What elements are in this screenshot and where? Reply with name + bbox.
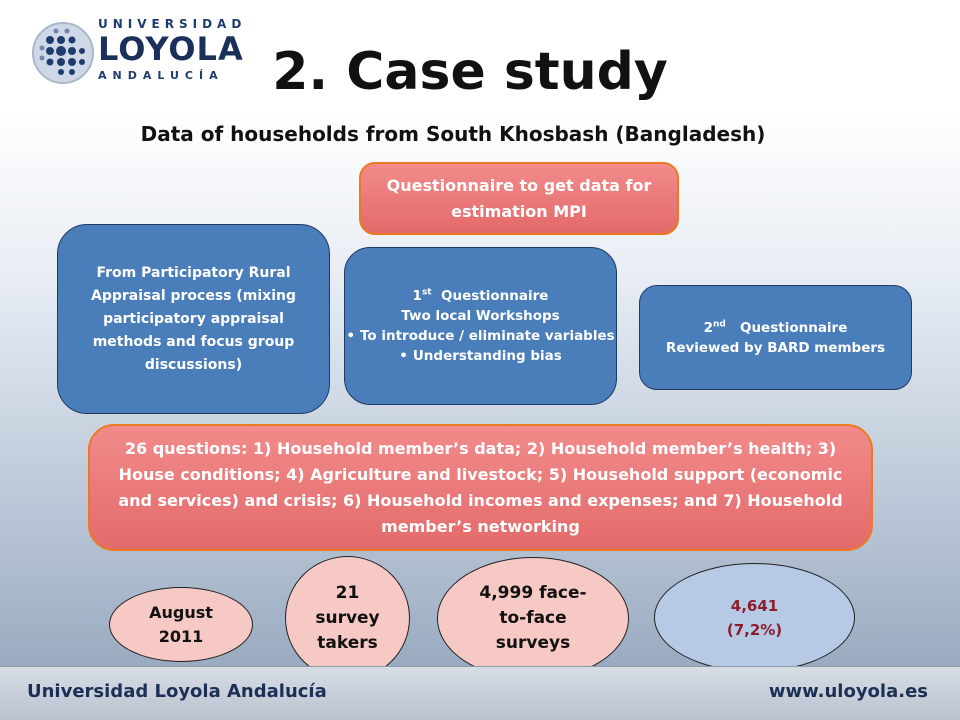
subtitle-wrapper: Data of households from South Khosbash (…	[0, 122, 960, 146]
participatory-appraisal-text: From Participatory Rural Appraisal proce…	[91, 264, 296, 373]
workshops-line: Two local Workshops	[401, 308, 560, 324]
university-logo: UNIVERSIDAD LOYOLA ANDALUCÍA	[30, 10, 250, 100]
date-ellipse: August 2011	[109, 587, 253, 662]
surveys-count-line2: to-face	[499, 608, 567, 628]
footer-website-link[interactable]: www.uloyola.es	[768, 681, 928, 702]
second-ordinal-suffix: nd	[713, 319, 726, 329]
survey-takers-word2: takers	[317, 632, 378, 653]
second-ordinal-number: 2	[703, 319, 713, 336]
bullet-introduce-eliminate-text: To introduce / eliminate variables	[346, 328, 614, 344]
questionnaire-mpi-text: Questionnaire to get data for estimation…	[386, 175, 652, 221]
questions-summary-box: 26 questions: 1) Household member’s data…	[88, 424, 873, 551]
footer-university-name: Universidad Loyola Andalucía	[27, 681, 327, 702]
slide-subtitle: Data of households from South Khosbash (…	[140, 122, 766, 146]
survey-takers-count: 21	[335, 582, 360, 603]
questionnaire-mpi-box: Questionnaire to get data for estimation…	[359, 162, 679, 235]
logo-line-universidad: UNIVERSIDAD	[98, 17, 247, 31]
date-year: 2011	[158, 626, 204, 646]
first-ordinal-number: 1	[412, 288, 422, 304]
bullet-understanding-bias: Understanding bias	[399, 346, 562, 366]
survey-takers-ellipse: 21 survey takers	[285, 556, 410, 680]
logo-line-andalucia: ANDALUCÍA	[98, 69, 224, 82]
surveys-count-line3: surveys	[495, 633, 571, 653]
logo-line-loyola: LOYOLA	[98, 30, 244, 68]
first-questionnaire-label: Questionnaire	[441, 288, 549, 304]
second-questionnaire-box: 2nd Questionnaire Reviewed by BARD membe…	[639, 285, 912, 390]
first-questionnaire-box: 1st Questionnaire Two local Workshops To…	[344, 247, 617, 405]
valid-surveys-percent: (7,2%)	[726, 620, 783, 639]
date-month: August	[149, 602, 213, 622]
participatory-appraisal-box: From Participatory Rural Appraisal proce…	[57, 224, 330, 414]
surveys-count-ellipse: 4,999 face- to-face surveys	[437, 557, 629, 680]
slide-footer: Universidad Loyola Andalucía www.uloyola…	[0, 666, 960, 720]
surveys-count-line1: 4,999 face-	[479, 583, 587, 603]
second-questionnaire-title: 2nd Questionnaire	[704, 318, 848, 338]
valid-surveys-count: 4,641	[730, 596, 779, 615]
questions-summary-text: 26 questions: 1) Household member’s data…	[118, 438, 843, 536]
dotted-globe-icon	[32, 22, 94, 84]
first-ordinal-suffix: st	[421, 287, 432, 298]
second-questionnaire-label: Questionnaire	[739, 319, 848, 336]
slide-header: UNIVERSIDAD LOYOLA ANDALUCÍA 2. Case stu…	[0, 0, 960, 110]
valid-surveys-ellipse: 4,641 (7,2%)	[654, 563, 855, 672]
survey-takers-word1: survey	[315, 607, 380, 628]
bullet-understanding-bias-text: Understanding bias	[399, 348, 562, 364]
first-questionnaire-title: 1st Questionnaire	[413, 286, 549, 306]
reviewed-by-bard-text: Reviewed by BARD members	[665, 339, 886, 356]
page-title-wrapper: 2. Case study	[0, 42, 960, 102]
page-title: 2. Case study	[272, 42, 668, 102]
bullet-introduce-eliminate: To introduce / eliminate variables	[346, 326, 614, 346]
